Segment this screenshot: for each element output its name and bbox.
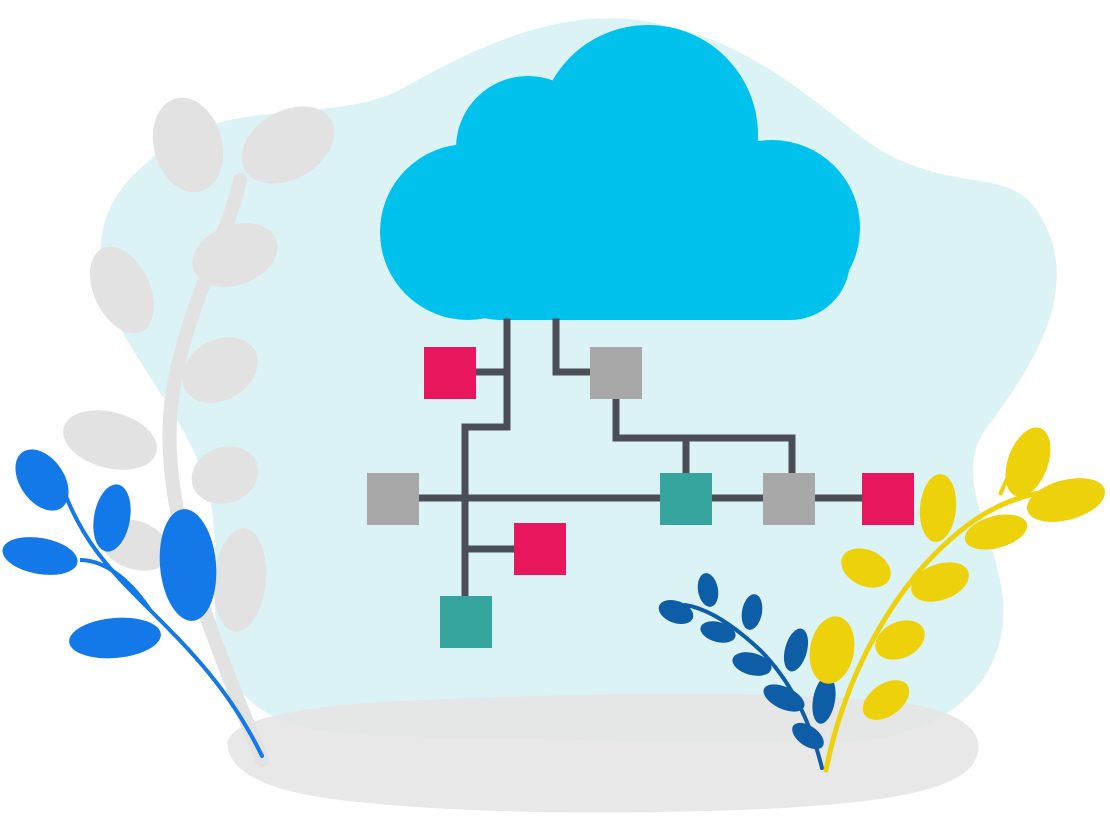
navy-leaf-plant bbox=[658, 573, 836, 770]
yellow-leaf-plant bbox=[809, 427, 1105, 773]
node-pink-lower bbox=[514, 523, 566, 575]
gray-leaf-plant bbox=[63, 97, 335, 767]
node-pink-top bbox=[424, 347, 476, 399]
node-teal-bottom bbox=[440, 596, 492, 648]
node-gray-top bbox=[590, 347, 642, 399]
node-teal-center bbox=[660, 473, 712, 525]
blue-leaf-plant bbox=[2, 449, 264, 758]
cloud-shape bbox=[380, 25, 860, 320]
ground-shadow bbox=[227, 693, 979, 813]
node-gray-right bbox=[763, 473, 815, 525]
node-pink-right bbox=[862, 473, 914, 525]
node-gray-left bbox=[367, 473, 419, 525]
